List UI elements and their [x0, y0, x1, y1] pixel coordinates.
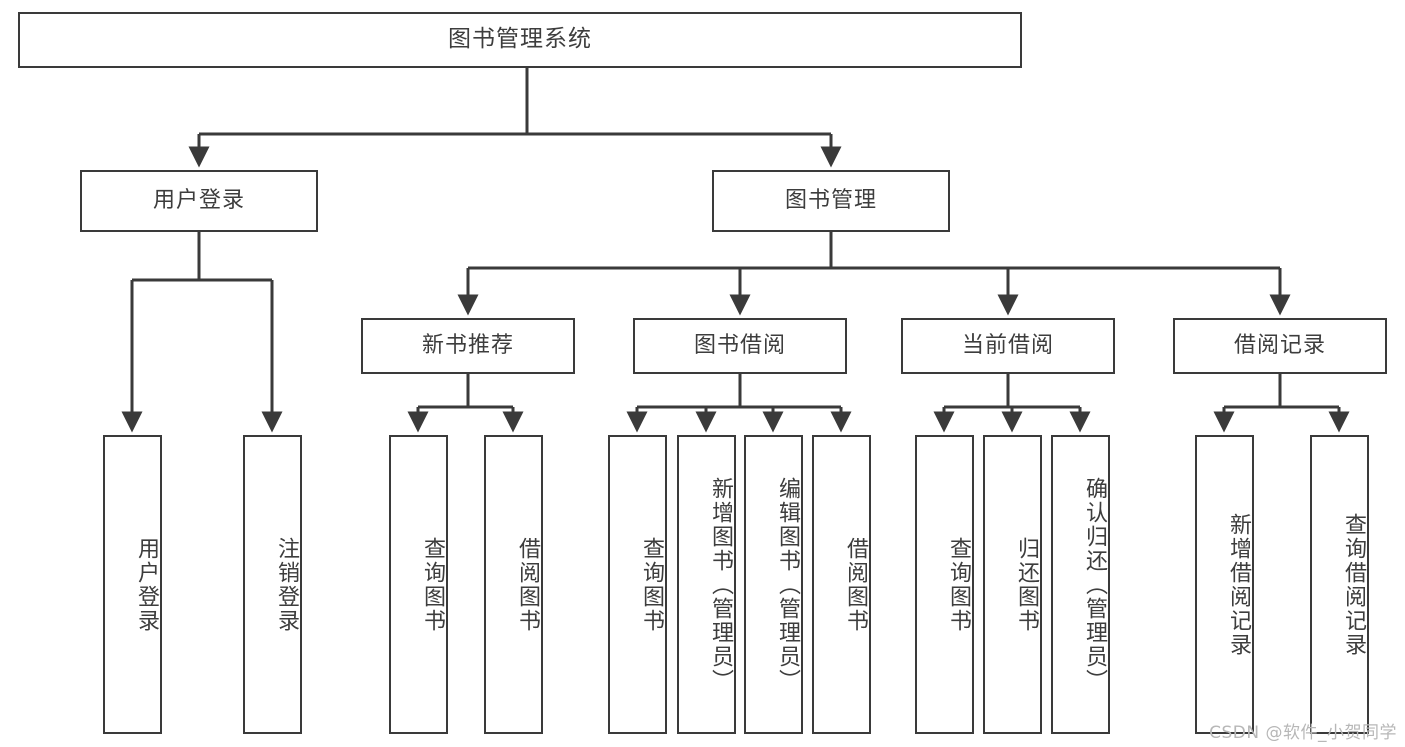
- node-leaf-query-book-2-label: 查询图书: [639, 536, 664, 633]
- node-leaf-logout[interactable]: 注销登录: [243, 435, 302, 734]
- node-leaf-query-book-2[interactable]: 查询图书: [608, 435, 667, 734]
- node-user-login-label: 用户登录: [152, 187, 245, 213]
- node-new-book-recommend[interactable]: 新书推荐: [361, 318, 575, 374]
- node-new-book-recommend-label: 新书推荐: [421, 332, 514, 358]
- node-borrow-record[interactable]: 借阅记录: [1173, 318, 1387, 374]
- node-book-borrow-label: 图书借阅: [693, 332, 786, 358]
- node-leaf-add-record[interactable]: 新增借阅记录: [1195, 435, 1254, 734]
- node-leaf-borrow-book-1-label: 借阅图书: [515, 536, 540, 633]
- node-leaf-borrow-book-2-label: 借阅图书: [843, 536, 868, 633]
- node-current-borrow-label: 当前借阅: [961, 332, 1054, 358]
- node-leaf-edit-book-label: 编辑图书（管理员）: [775, 476, 800, 693]
- node-leaf-edit-book[interactable]: 编辑图书（管理员）: [744, 435, 803, 734]
- node-leaf-query-book-1[interactable]: 查询图书: [389, 435, 448, 734]
- node-leaf-return-book-label: 归还图书: [1014, 536, 1039, 633]
- node-current-borrow[interactable]: 当前借阅: [901, 318, 1115, 374]
- node-user-login[interactable]: 用户登录: [80, 170, 318, 232]
- node-leaf-user-login[interactable]: 用户登录: [103, 435, 162, 734]
- node-leaf-borrow-book-2[interactable]: 借阅图书: [812, 435, 871, 734]
- node-leaf-query-book-3-label: 查询图书: [946, 536, 971, 633]
- node-leaf-add-book[interactable]: 新增图书（管理员）: [677, 435, 736, 734]
- node-root[interactable]: 图书管理系统: [18, 12, 1022, 68]
- node-borrow-record-label: 借阅记录: [1233, 332, 1326, 358]
- watermark-text: CSDN @软件_小贺同学: [1209, 723, 1397, 743]
- node-leaf-add-record-label: 新增借阅记录: [1226, 512, 1251, 657]
- node-leaf-logout-label: 注销登录: [274, 536, 299, 633]
- node-leaf-query-record[interactable]: 查询借阅记录: [1310, 435, 1369, 734]
- node-root-label: 图书管理系统: [448, 26, 592, 53]
- node-leaf-return-book[interactable]: 归还图书: [983, 435, 1042, 734]
- node-leaf-query-book-3[interactable]: 查询图书: [915, 435, 974, 734]
- node-leaf-confirm-return-label: 确认归还（管理员）: [1082, 476, 1107, 693]
- node-leaf-query-record-label: 查询借阅记录: [1341, 512, 1366, 657]
- node-leaf-query-book-1-label: 查询图书: [420, 536, 445, 633]
- node-leaf-add-book-label: 新增图书（管理员）: [708, 476, 733, 693]
- node-leaf-borrow-book-1[interactable]: 借阅图书: [484, 435, 543, 734]
- node-leaf-user-login-label: 用户登录: [134, 536, 159, 633]
- node-book-management[interactable]: 图书管理: [712, 170, 950, 232]
- node-leaf-confirm-return[interactable]: 确认归还（管理员）: [1051, 435, 1110, 734]
- node-book-management-label: 图书管理: [784, 187, 877, 213]
- node-book-borrow[interactable]: 图书借阅: [633, 318, 847, 374]
